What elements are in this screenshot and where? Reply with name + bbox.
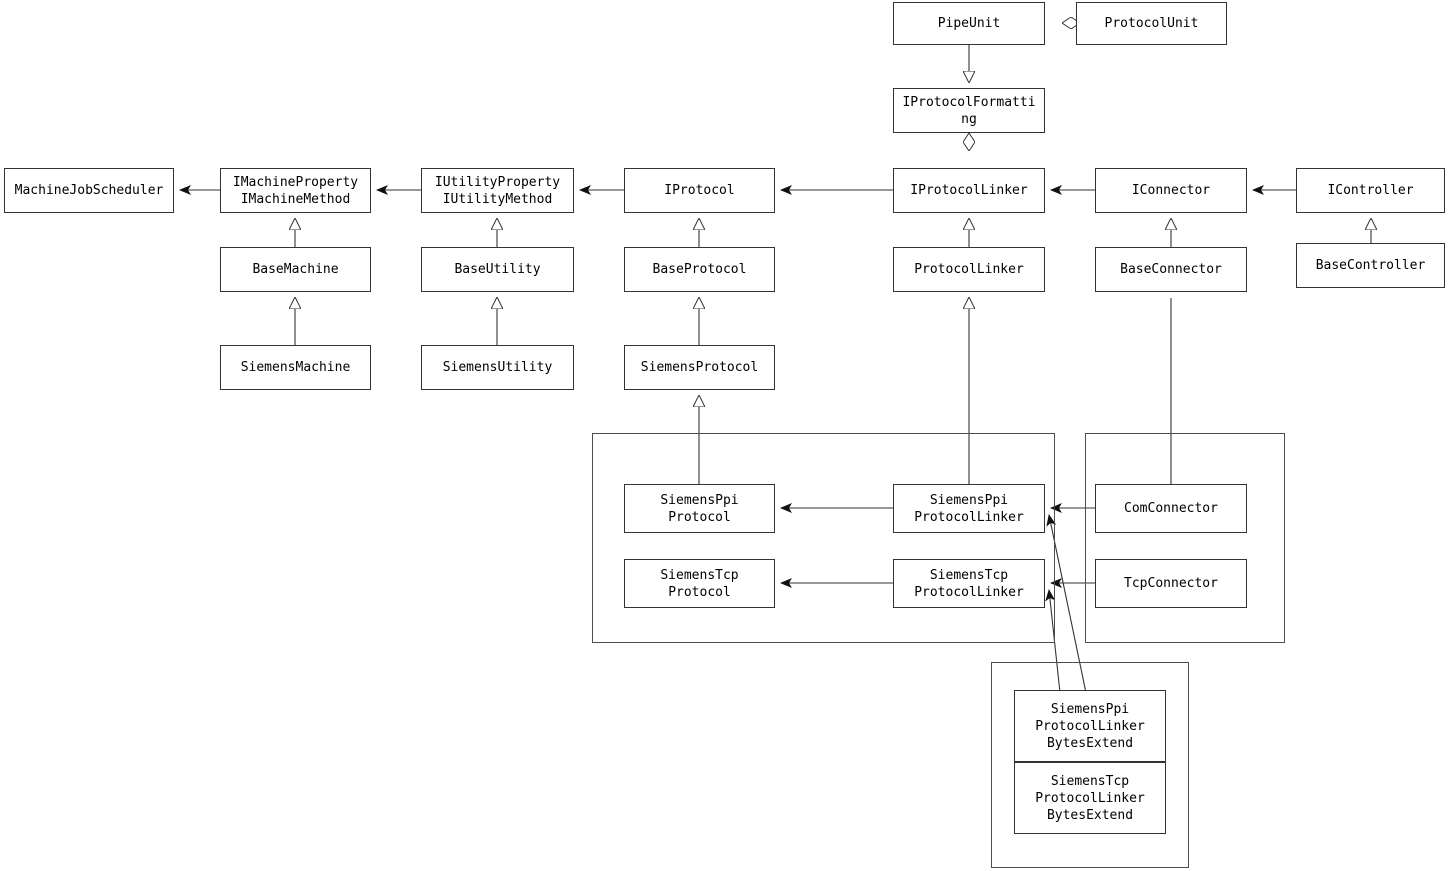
node-base-controller[interactable]: BaseController	[1296, 243, 1445, 288]
node-iprotocol-formatting[interactable]: IProtocolFormatti ng	[893, 88, 1045, 133]
node-siemens-tcp-protocol[interactable]: SiemensTcp Protocol	[624, 559, 775, 608]
node-icontroller[interactable]: IController	[1296, 168, 1445, 213]
node-protocol-linker[interactable]: ProtocolLinker	[893, 247, 1045, 292]
bytes-extend-outer-group	[991, 662, 1189, 868]
node-protocol-unit[interactable]: ProtocolUnit	[1076, 2, 1227, 45]
node-siemens-ppi-protocol[interactable]: SiemensPpi Protocol	[624, 484, 775, 533]
node-tcp-connector[interactable]: TcpConnector	[1095, 559, 1247, 608]
node-siemens-protocol[interactable]: SiemensProtocol	[624, 345, 775, 390]
node-machine-job-scheduler[interactable]: MachineJobScheduler	[4, 168, 174, 213]
node-siemens-ppi-protocol-linker-bytes-extend[interactable]: SiemensPpi ProtocolLinker BytesExtend	[1014, 690, 1166, 762]
node-base-machine[interactable]: BaseMachine	[220, 247, 371, 292]
node-siemens-utility[interactable]: SiemensUtility	[421, 345, 574, 390]
node-siemens-tcp-protocol-linker-bytes-extend[interactable]: SiemensTcp ProtocolLinker BytesExtend	[1014, 762, 1166, 834]
node-iconnector[interactable]: IConnector	[1095, 168, 1247, 213]
node-iprotocol[interactable]: IProtocol	[624, 168, 775, 213]
node-siemens-ppi-protocol-linker[interactable]: SiemensPpi ProtocolLinker	[893, 484, 1045, 533]
node-base-utility[interactable]: BaseUtility	[421, 247, 574, 292]
node-base-connector[interactable]: BaseConnector	[1095, 247, 1247, 292]
node-com-connector[interactable]: ComConnector	[1095, 484, 1247, 533]
node-iutility-property-method[interactable]: IUtilityProperty IUtilityMethod	[421, 168, 574, 213]
node-imachine-property-method[interactable]: IMachineProperty IMachineMethod	[220, 168, 371, 213]
protocol-linker-group	[592, 433, 1055, 643]
node-base-protocol[interactable]: BaseProtocol	[624, 247, 775, 292]
node-pipe-unit[interactable]: PipeUnit	[893, 2, 1045, 45]
connector-group	[1085, 433, 1285, 643]
node-siemens-tcp-protocol-linker[interactable]: SiemensTcp ProtocolLinker	[893, 559, 1045, 608]
node-iprotocol-linker[interactable]: IProtocolLinker	[893, 168, 1045, 213]
node-siemens-machine[interactable]: SiemensMachine	[220, 345, 371, 390]
